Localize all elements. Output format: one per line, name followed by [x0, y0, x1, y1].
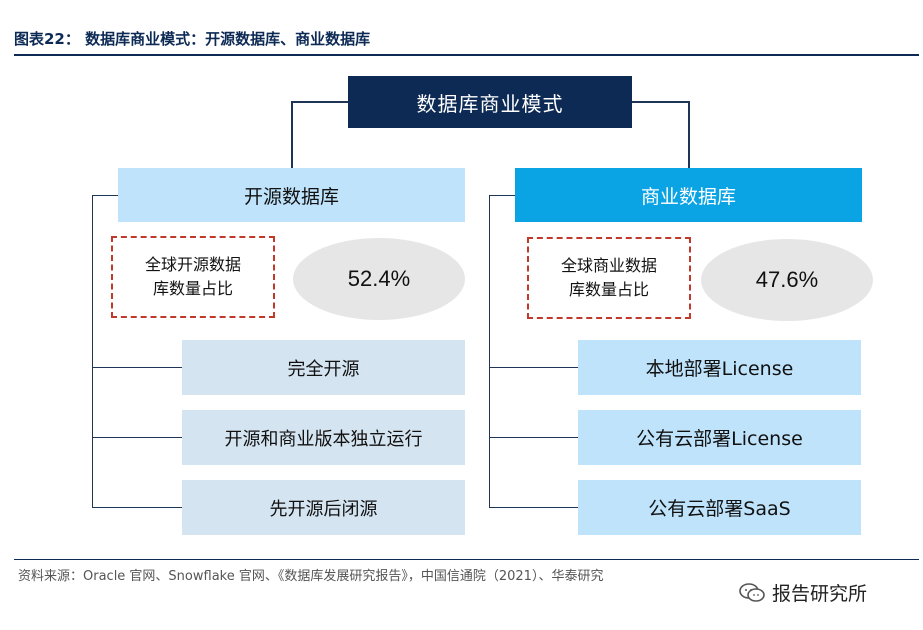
wechat-icon — [738, 582, 766, 604]
open-source-item: 开源和商业版本独立运行 — [182, 410, 465, 465]
title-rule — [14, 54, 919, 56]
open-source-node: 开源数据库 — [118, 168, 465, 222]
tree-left-branch-3 — [92, 507, 182, 508]
open-source-share-value: 52.4% — [293, 238, 465, 320]
tree-left-top — [92, 195, 118, 196]
source-rule — [14, 559, 919, 560]
commercial-node: 商业数据库 — [515, 168, 862, 222]
commercial-share-label: 全球商业数据 库数量占比 — [527, 237, 691, 319]
connector-root-right — [632, 101, 689, 103]
open-source-share-label-line1: 全球开源数据 — [144, 255, 241, 274]
tree-right-branch-1 — [489, 367, 578, 368]
source-note: 资料来源：Oracle 官网、Snowflake 官网、《数据库发展研究报告》，… — [18, 569, 604, 584]
open-source-share-label: 全球开源数据 库数量占比 — [111, 236, 275, 318]
connector-left-down — [291, 101, 293, 168]
figure-title: 图表22： 数据库商业模式：开源数据库、商业数据库 — [14, 30, 371, 48]
tree-right-branch-2 — [489, 437, 578, 438]
tree-left-stem — [92, 195, 93, 507]
root-node: 数据库商业模式 — [348, 76, 632, 128]
commercial-share-label-line1: 全球商业数据 — [560, 256, 657, 275]
commercial-share-value: 47.6% — [701, 239, 873, 321]
open-source-share-label-line2: 库数量占比 — [152, 279, 233, 298]
tree-right-stem — [489, 195, 490, 507]
commercial-item: 公有云部署SaaS — [578, 480, 861, 535]
open-source-item: 先开源后闭源 — [182, 480, 465, 535]
commercial-item: 本地部署License — [578, 340, 861, 395]
tree-left-branch-2 — [92, 437, 182, 438]
open-source-item: 完全开源 — [182, 340, 465, 395]
tree-left-branch-1 — [92, 367, 182, 368]
commercial-item: 公有云部署License — [578, 410, 861, 465]
tree-right-branch-3 — [489, 507, 578, 508]
watermark-text: 报告研究所 — [772, 583, 868, 605]
tree-right-top — [489, 195, 515, 196]
connector-right-down — [688, 101, 690, 168]
watermark: 报告研究所 — [738, 579, 867, 606]
connector-root-left — [292, 101, 348, 103]
commercial-share-label-line2: 库数量占比 — [568, 280, 649, 299]
